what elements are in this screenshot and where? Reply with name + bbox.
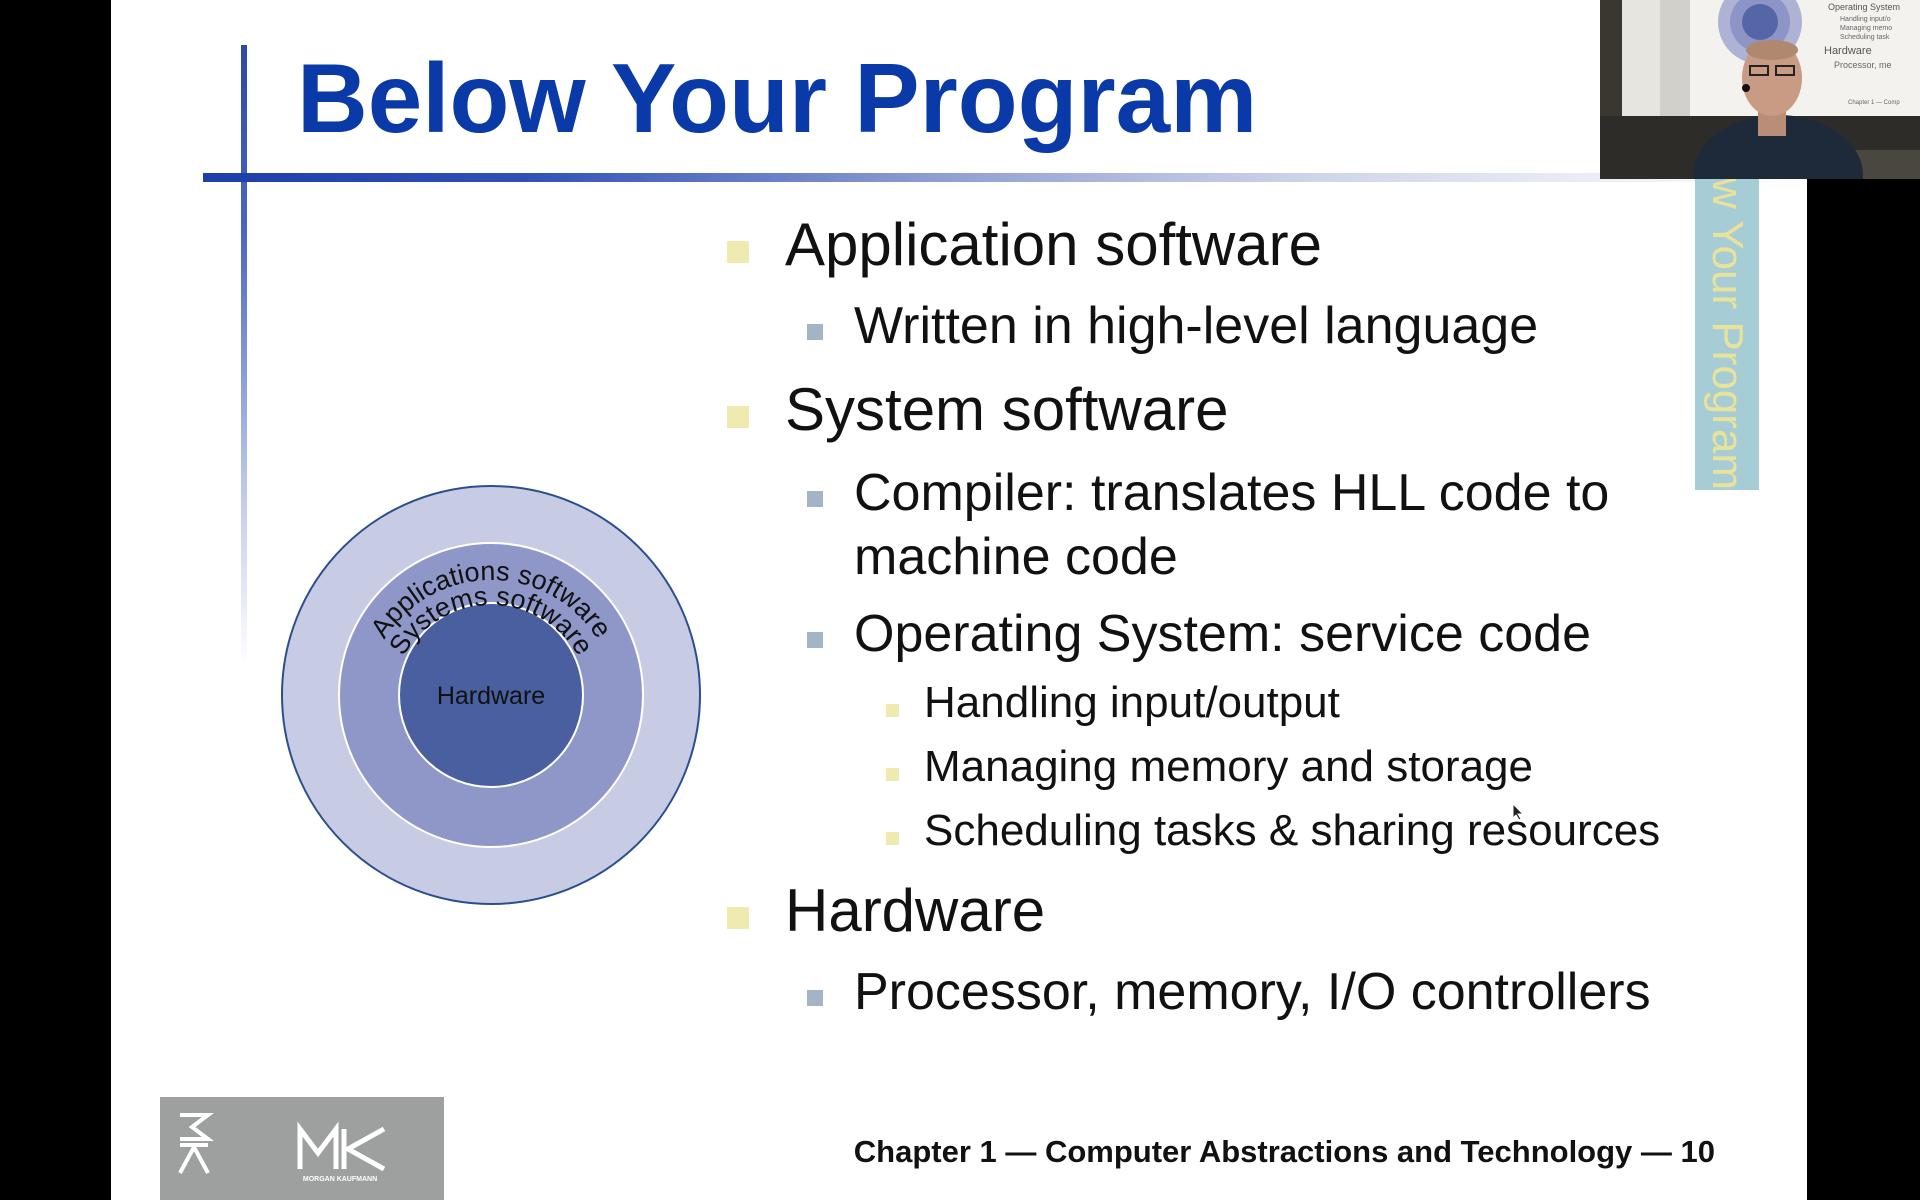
software-layers-diagram: Applications software Systems software H… bbox=[281, 485, 701, 905]
bullet-system-software: System software bbox=[785, 376, 1229, 443]
bullet-managing-memory: Managing memory and storage bbox=[924, 742, 1533, 791]
mouse-pointer-icon bbox=[1512, 803, 1524, 821]
svg-text:Hardware: Hardware bbox=[1824, 45, 1872, 57]
svg-text:Operating System: Operating System bbox=[1828, 2, 1900, 12]
slide-canvas: Below Your Program w Your Program Applic… bbox=[111, 0, 1807, 1200]
presenter-webcam: Operating System Handling input/o Managi… bbox=[1600, 0, 1920, 179]
bullet-scheduling-tasks: Scheduling tasks & sharing resources bbox=[924, 806, 1661, 855]
mk-logo-icon: MORGAN KAUFMANN bbox=[178, 1113, 386, 1183]
svg-text:Processor, me: Processor, me bbox=[1834, 60, 1892, 70]
bullet-compiler: Compiler: translates HLL code to bbox=[854, 464, 1610, 522]
publisher-logo: MORGAN KAUFMANN bbox=[160, 1097, 444, 1200]
bullet-marker-square bbox=[807, 632, 823, 648]
title-vertical-rule bbox=[241, 45, 247, 665]
bullet-marker-square bbox=[886, 832, 899, 845]
bullet-marker-square bbox=[807, 491, 823, 507]
hardware-core bbox=[398, 602, 584, 788]
slide-title: Below Your Program bbox=[297, 43, 1258, 153]
bullet-marker-square bbox=[727, 406, 749, 428]
bullet-marker-square bbox=[807, 990, 823, 1006]
svg-text:Chapter 1 — Comp: Chapter 1 — Comp bbox=[1848, 100, 1900, 106]
svg-text:Scheduling task: Scheduling task bbox=[1840, 34, 1890, 41]
svg-text:Managing memo: Managing memo bbox=[1840, 25, 1892, 32]
svg-text:Handling input/o: Handling input/o bbox=[1840, 16, 1891, 23]
side-section-tab-label: w Your Program bbox=[1703, 176, 1752, 490]
bullet-list: Application software Written in high-lev… bbox=[111, 0, 1807, 1100]
bullet-marker-square bbox=[727, 241, 749, 263]
bullet-operating-system: Operating System: service code bbox=[854, 605, 1591, 663]
bullet-marker-square bbox=[886, 704, 899, 717]
webcam-video-frame: Operating System Handling input/o Managi… bbox=[1600, 0, 1920, 179]
bullet-high-level-language: Written in high-level language bbox=[854, 297, 1539, 355]
publisher-name: MORGAN KAUFMANN bbox=[303, 1176, 377, 1183]
bullet-processor-memory-io: Processor, memory, I/O controllers bbox=[854, 963, 1651, 1021]
bullet-hardware: Hardware bbox=[785, 877, 1046, 944]
bullet-compiler-continued: machine code bbox=[854, 528, 1178, 586]
slide-footer: Chapter 1 — Computer Abstractions and Te… bbox=[853, 1134, 1715, 1169]
bullet-application-software: Application software bbox=[785, 211, 1322, 278]
bullet-marker-square bbox=[807, 324, 823, 340]
bullet-marker-square bbox=[727, 907, 749, 929]
bullet-handling-io: Handling input/output bbox=[924, 678, 1340, 727]
hardware-core-label: Hardware bbox=[437, 682, 545, 710]
bullet-marker-square bbox=[886, 768, 899, 781]
side-section-tab bbox=[1695, 170, 1759, 490]
title-underline-bar bbox=[203, 173, 1803, 182]
